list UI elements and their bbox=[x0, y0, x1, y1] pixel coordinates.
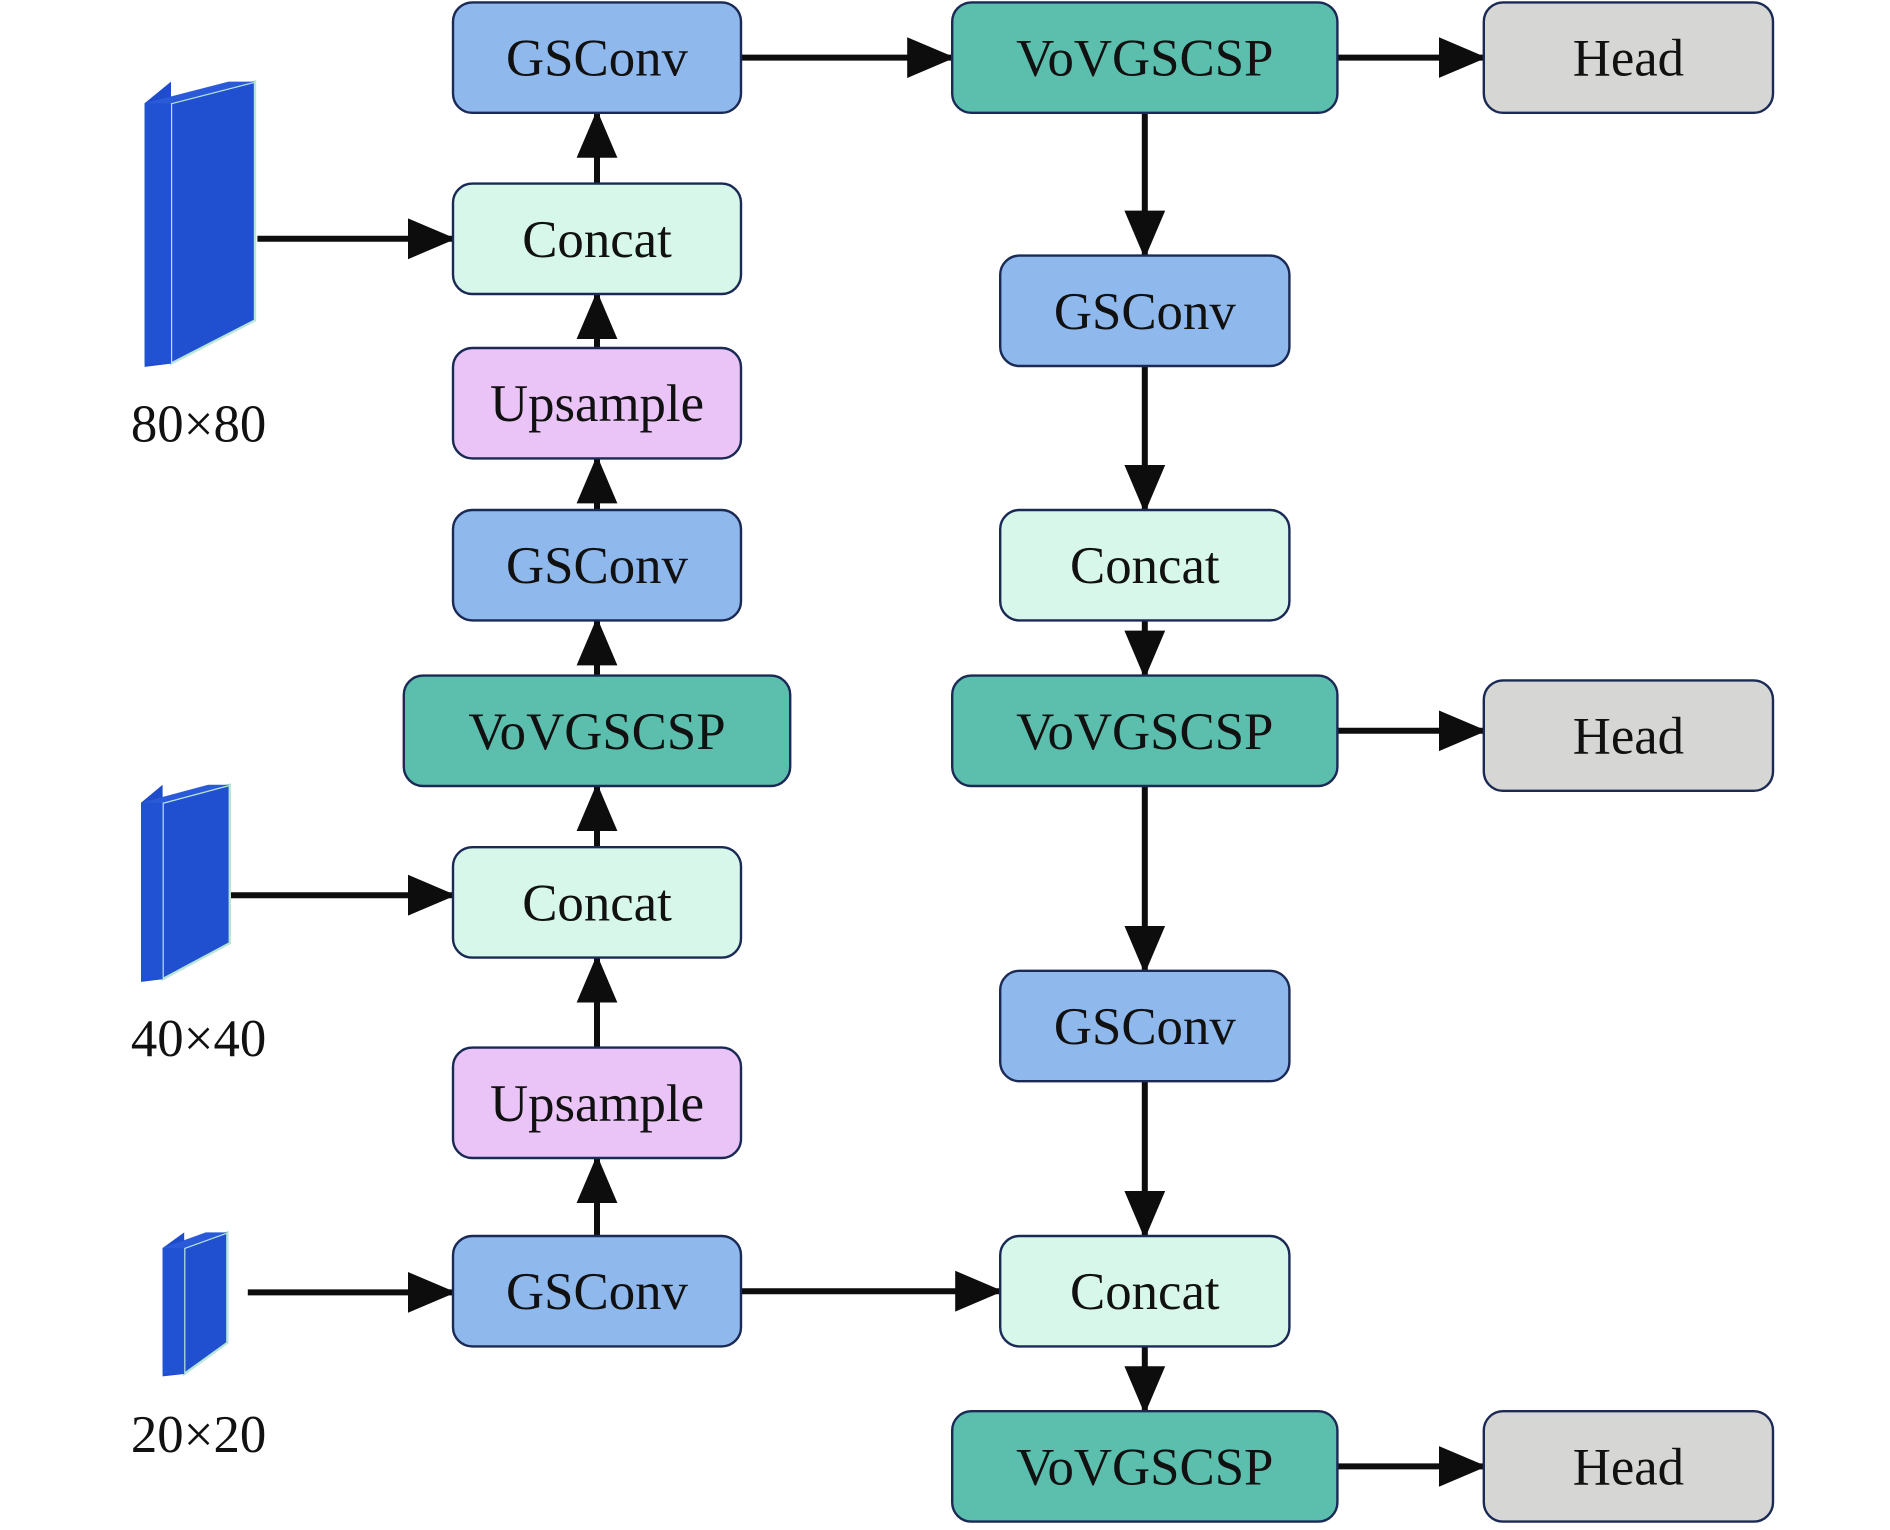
node-box bbox=[1482, 1409, 1775, 1523]
feature-map-front bbox=[161, 783, 231, 982]
node-label: GSConv bbox=[1054, 283, 1237, 341]
node-label: Concat bbox=[522, 874, 672, 932]
node-head: Head bbox=[1482, 1409, 1775, 1523]
node-label: Upsample bbox=[490, 1075, 704, 1133]
feature-map-top bbox=[162, 1232, 228, 1248]
node-concat: Concat bbox=[999, 508, 1291, 622]
node-label: Upsample bbox=[490, 375, 704, 433]
node-box bbox=[1482, 679, 1775, 792]
node-label: GSConv bbox=[506, 537, 689, 595]
node-label: VoVGSCSP bbox=[1016, 703, 1273, 761]
feature-maps-layer: 80×80 40×40 20×20 bbox=[131, 80, 266, 1464]
node-gsconv: GSConv bbox=[999, 969, 1291, 1083]
feature-map-size-label: 20×20 bbox=[131, 1406, 266, 1464]
node-box bbox=[999, 254, 1291, 368]
node-label: Concat bbox=[1070, 1263, 1220, 1321]
node-label: Head bbox=[1573, 708, 1684, 766]
node-head: Head bbox=[1482, 679, 1775, 792]
node-label: Head bbox=[1573, 30, 1684, 88]
node-box bbox=[451, 1234, 743, 1348]
node-vovgscsp: VoVGSCSP bbox=[951, 1, 1339, 114]
node-box bbox=[951, 1409, 1339, 1523]
node-box bbox=[1482, 1, 1775, 114]
node-box bbox=[451, 346, 743, 460]
node-upsample: Upsample bbox=[451, 1046, 743, 1160]
node-vovgscsp: VoVGSCSP bbox=[951, 1409, 1339, 1523]
node-label: VoVGSCSP bbox=[1016, 1438, 1273, 1496]
node-gsconv: GSConv bbox=[451, 508, 743, 622]
node-gsconv: GSConv bbox=[451, 1234, 743, 1348]
feature-map-front bbox=[169, 80, 257, 366]
node-concat: Concat bbox=[451, 182, 743, 296]
node-label: GSConv bbox=[506, 1263, 689, 1321]
node-label: Head bbox=[1573, 1438, 1684, 1496]
node-label: Concat bbox=[522, 211, 672, 269]
node-box bbox=[402, 674, 792, 788]
node-box bbox=[451, 182, 743, 296]
node-box bbox=[951, 1, 1339, 114]
feature-map-size-label: 80×80 bbox=[131, 396, 266, 454]
node-gsconv: GSConv bbox=[999, 254, 1291, 368]
feature-map-front bbox=[183, 1230, 229, 1377]
node-vovgscsp: VoVGSCSP bbox=[951, 674, 1339, 788]
node-box bbox=[999, 508, 1291, 622]
feature-map-80: 80×80 bbox=[131, 80, 266, 454]
feature-map-back bbox=[141, 802, 163, 980]
node-label: GSConv bbox=[506, 30, 689, 88]
feature-map-20: 20×20 bbox=[131, 1230, 266, 1464]
node-label: GSConv bbox=[1054, 998, 1237, 1056]
feature-map-40: 40×40 bbox=[131, 783, 266, 1068]
node-concat: Concat bbox=[999, 1234, 1291, 1348]
feature-map-back bbox=[144, 103, 171, 364]
node-head: Head bbox=[1482, 1, 1775, 114]
node-box bbox=[451, 508, 743, 622]
node-label: VoVGSCSP bbox=[1016, 30, 1273, 88]
node-vovgscsp: VoVGSCSP bbox=[402, 674, 792, 788]
node-box bbox=[451, 1, 743, 114]
node-gsconv: GSConv bbox=[451, 1, 743, 114]
node-box bbox=[999, 969, 1291, 1083]
node-box bbox=[951, 674, 1339, 788]
node-label: VoVGSCSP bbox=[468, 703, 725, 761]
feature-map-size-label: 40×40 bbox=[131, 1010, 266, 1068]
feature-map-top bbox=[141, 784, 230, 803]
nodes-layer: GSConvConcatUpsampleGSConvVoVGSCSPConcat… bbox=[402, 1, 1775, 1523]
edges-layer bbox=[231, 37, 1487, 1487]
feature-map-back bbox=[162, 1248, 185, 1374]
node-upsample: Upsample bbox=[451, 346, 743, 460]
node-box bbox=[451, 846, 743, 959]
node-box bbox=[451, 1046, 743, 1160]
node-box bbox=[999, 1234, 1291, 1348]
node-label: Concat bbox=[1070, 537, 1220, 595]
node-concat: Concat bbox=[451, 846, 743, 959]
feature-map-top bbox=[144, 81, 255, 104]
